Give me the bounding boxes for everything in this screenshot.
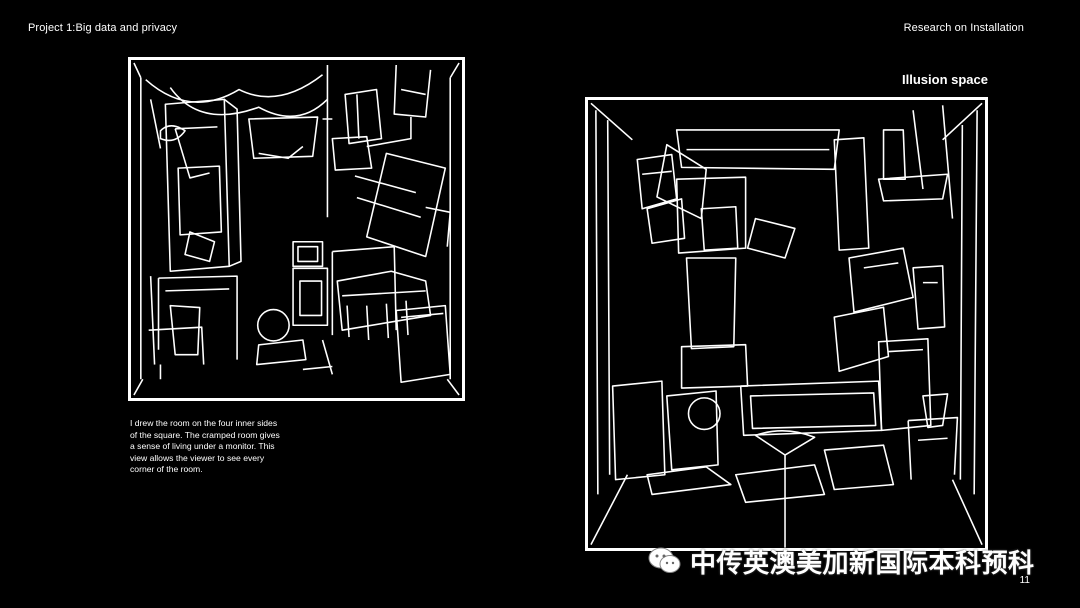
room-line-drawing-left bbox=[133, 62, 460, 396]
watermark-text: 中传英澳美加新国际本科预科 bbox=[690, 547, 1035, 578]
room-drawing-left bbox=[128, 57, 465, 401]
room-drawing-right bbox=[585, 97, 988, 551]
watermark: 中传英澳美加新国际本科预科 bbox=[648, 545, 1035, 578]
section-label: Research on Installation bbox=[903, 22, 1024, 34]
wechat-icon bbox=[648, 547, 681, 573]
page-number: 11 bbox=[1019, 575, 1030, 586]
illusion-space-title: Illusion space bbox=[902, 72, 988, 87]
room-description-text: I drew the room on the four inner sides … bbox=[130, 418, 280, 475]
room-line-drawing-right bbox=[590, 102, 983, 548]
project-label: Project 1:Big data and privacy bbox=[28, 22, 178, 34]
